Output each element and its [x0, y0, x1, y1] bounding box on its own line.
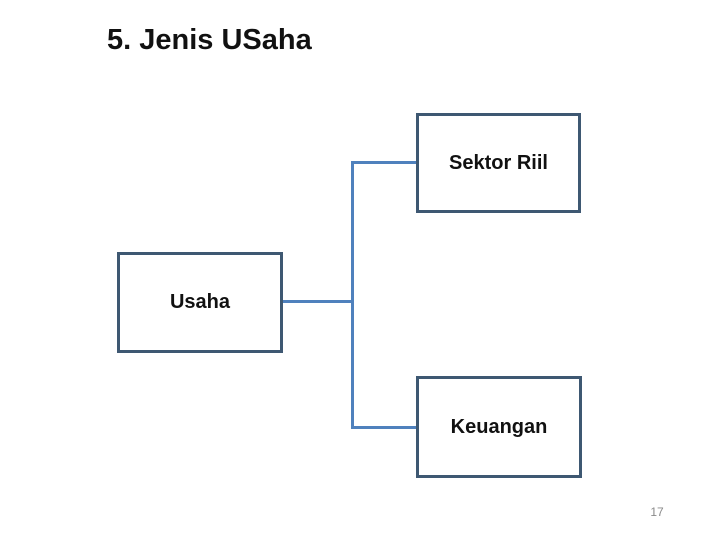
diagram-box-sektor-riil: Sektor Riil — [416, 113, 581, 213]
diagram-box-label: Sektor Riil — [449, 151, 548, 174]
connector-root-horizontal — [283, 300, 353, 303]
diagram-box-keuangan: Keuangan — [416, 376, 582, 478]
diagram-box-label: Keuangan — [450, 415, 548, 438]
page-number: 17 — [650, 505, 664, 519]
connector-top-branch — [352, 161, 416, 164]
diagram-box-usaha: Usaha — [117, 252, 283, 353]
connector-vertical-spine — [351, 161, 354, 429]
diagram-box-label: Usaha — [169, 291, 231, 313]
connector-bottom-branch — [352, 426, 416, 429]
slide-title: 5. Jenis USaha — [107, 24, 312, 56]
